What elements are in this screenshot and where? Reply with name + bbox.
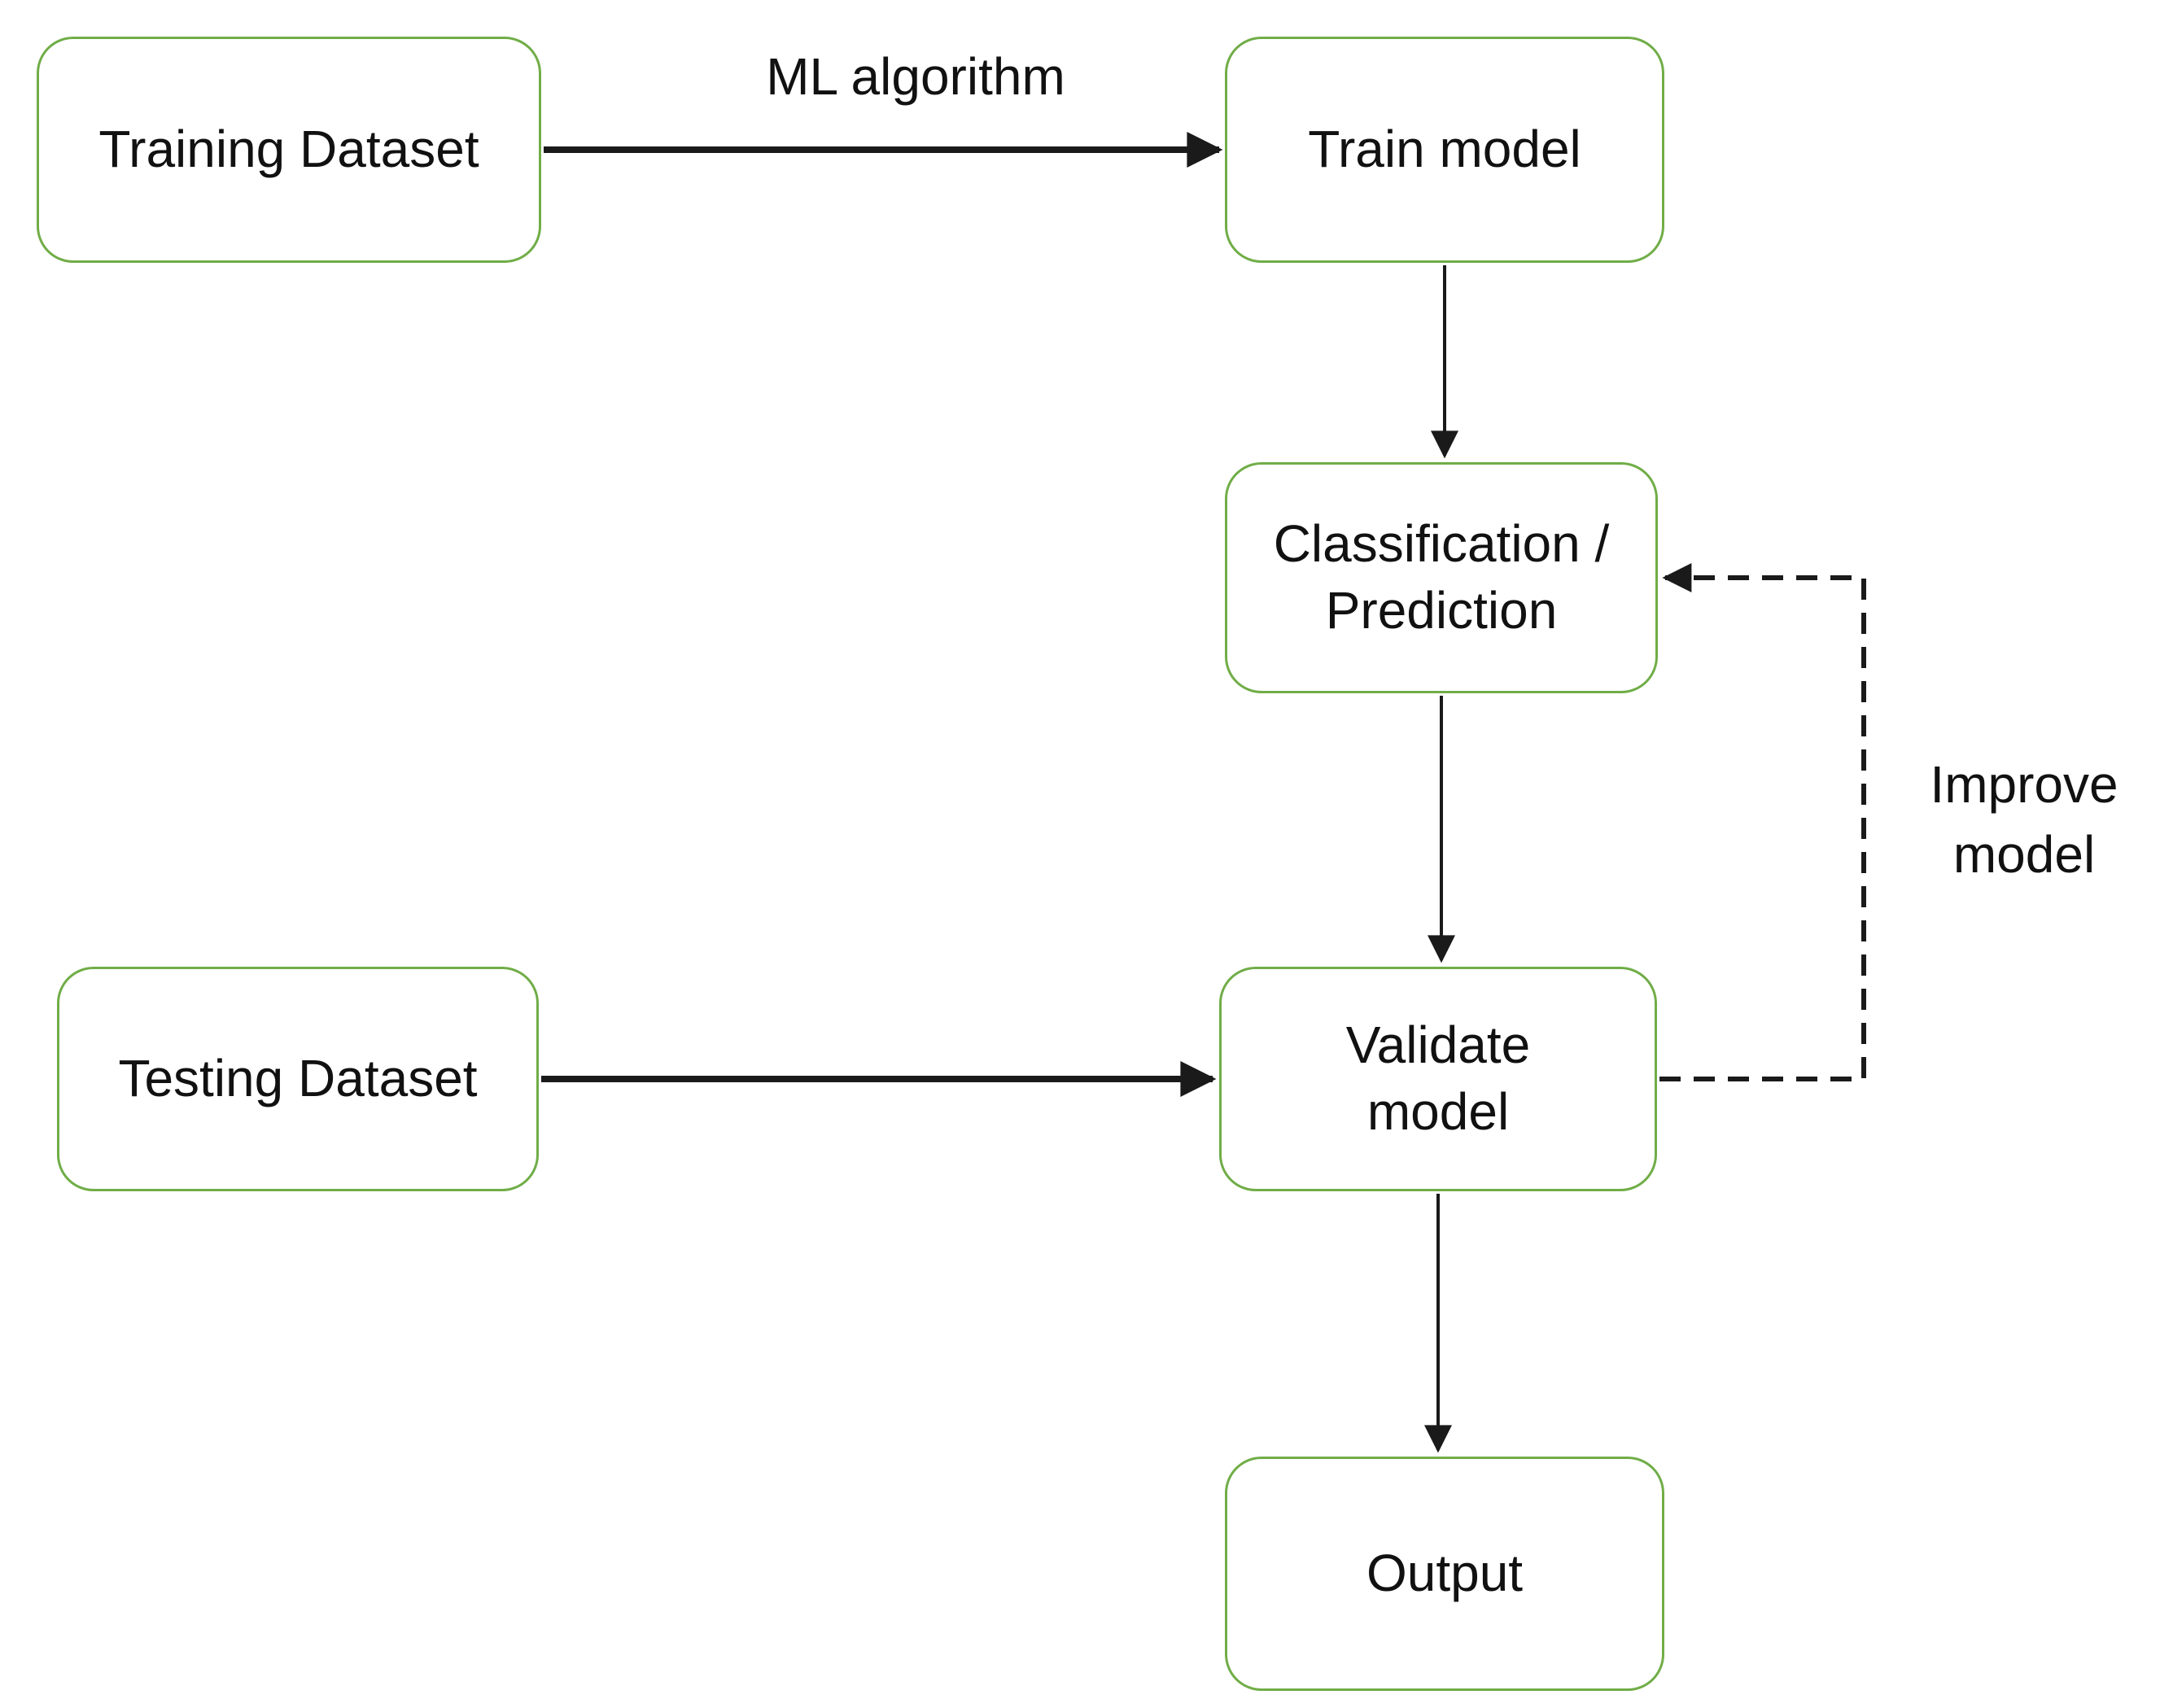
edge-label-ml-algorithm: ML algorithm <box>766 47 1065 106</box>
node-validate-model-label: Validate model <box>1345 1016 1531 1141</box>
node-output: Output <box>1225 1457 1664 1691</box>
node-training-dataset-label: Training Dataset <box>98 120 479 179</box>
arrow-feedback-validate-to-classification <box>1659 563 1866 1081</box>
node-testing-dataset: Testing Dataset <box>57 967 539 1191</box>
node-train-model-label: Train model <box>1308 120 1581 179</box>
node-classification-prediction: Classification / Prediction <box>1225 462 1658 693</box>
edge-label-improve-model: Improve model <box>1930 755 2118 884</box>
node-validate-model: Validate model <box>1219 967 1657 1191</box>
node-training-dataset: Training Dataset <box>37 37 541 263</box>
node-testing-dataset-label: Testing Dataset <box>118 1049 478 1108</box>
node-output-label: Output <box>1366 1544 1524 1603</box>
node-classification-prediction-label: Classification / Prediction <box>1273 514 1610 640</box>
node-train-model: Train model <box>1225 37 1664 263</box>
